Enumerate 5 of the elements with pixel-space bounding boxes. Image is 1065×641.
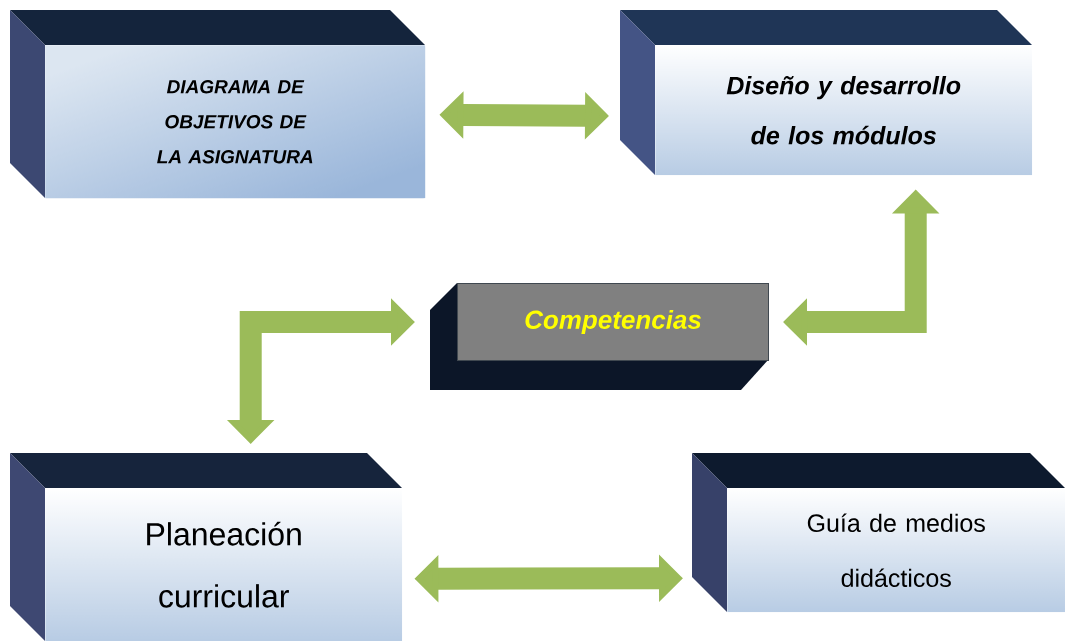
box: Diseño y desarrollo de los módulos (620, 10, 1033, 176)
box: Guía de medios didácticos (692, 453, 1065, 613)
box: DIAGRAMA DE OBJETIVOS DE LA ASIGNATURA (10, 10, 426, 199)
box: Planeación curricular (10, 453, 403, 641)
box: Competencias (430, 283, 769, 390)
